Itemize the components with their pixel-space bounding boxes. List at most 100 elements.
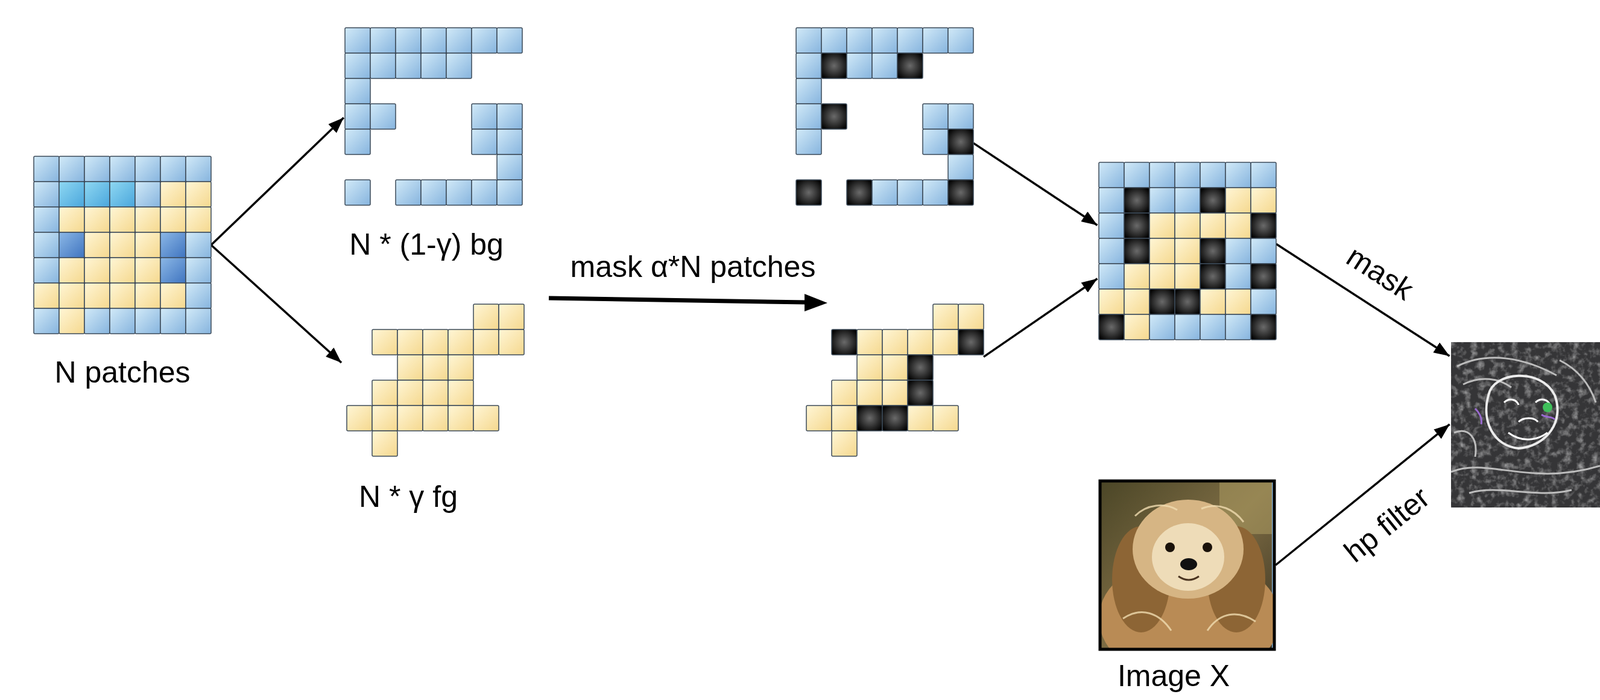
image-patch (1124, 263, 1150, 289)
image-patch (1098, 187, 1125, 213)
node-label: Image X (1117, 658, 1230, 694)
image-patch (1149, 187, 1175, 213)
image-patch (59, 282, 85, 309)
node-label: N * γ fg (358, 479, 458, 515)
node-label: N * (1-γ) bg (349, 227, 504, 263)
dog-mouth (1178, 575, 1199, 580)
image-patch (922, 129, 949, 155)
image-patch (59, 156, 85, 182)
image-patch (932, 405, 959, 431)
image-patch (397, 354, 423, 380)
image-patch (498, 329, 525, 355)
image-patch (446, 27, 472, 54)
image-patch (922, 103, 949, 130)
image-patch (796, 129, 822, 155)
image-patch (796, 179, 822, 206)
image-patch (33, 257, 60, 283)
image-patch (907, 379, 933, 406)
image-patch (372, 379, 398, 406)
dog-eye (1202, 542, 1213, 552)
image-patch (1225, 314, 1251, 340)
image-patch (796, 78, 822, 104)
image-patch (1098, 263, 1125, 289)
image-patch (422, 354, 449, 380)
image-patch (922, 179, 949, 206)
image-patch (446, 53, 472, 79)
image-patch (160, 257, 186, 283)
image-patch (84, 206, 110, 233)
image-patch (370, 53, 396, 79)
image-patch (821, 103, 847, 130)
image-patch (897, 53, 923, 79)
image-patch (160, 308, 186, 334)
mask-step-arrow (548, 293, 828, 312)
image-patch (948, 129, 974, 155)
image-patch (922, 27, 949, 54)
image-patch (831, 329, 857, 355)
dog-fur (1122, 505, 1256, 631)
image-patch (33, 232, 60, 258)
patch-grid-art (806, 278, 984, 456)
image-patch (59, 232, 85, 258)
image-patch (1200, 238, 1226, 264)
image-patch (422, 405, 449, 431)
image-patch (846, 53, 873, 79)
filtered-image-box (1451, 341, 1600, 508)
background-patches: N * (1-γ) bg (344, 27, 523, 206)
image-patch (471, 179, 497, 206)
image-patch (496, 154, 523, 180)
edge-label: mask (1340, 239, 1420, 308)
image-patch (907, 329, 933, 355)
image-patch (344, 103, 371, 130)
image-patch (872, 53, 898, 79)
filtered-ground (1451, 341, 1600, 508)
image-patch (185, 308, 212, 334)
image-patch (372, 430, 398, 456)
image-patch (370, 27, 396, 54)
image-patch (1098, 162, 1125, 188)
image-patch (135, 232, 161, 258)
image-patch (109, 181, 136, 207)
image-patch (496, 27, 523, 54)
image-patch (59, 181, 85, 207)
image-patch (1225, 263, 1251, 289)
image-patch (473, 303, 499, 330)
image-patch (1124, 238, 1150, 264)
image-patch (185, 282, 212, 309)
image-patch (1250, 288, 1277, 315)
image-patch (33, 308, 60, 334)
image-patch (882, 405, 908, 431)
image-patch (448, 405, 474, 431)
flow-arrow (211, 244, 342, 363)
image-patch (1124, 288, 1150, 315)
image-patch (420, 27, 447, 54)
image-patch (33, 156, 60, 182)
image-patch (1098, 238, 1125, 264)
image-patch (135, 156, 161, 182)
image-patch (420, 53, 447, 79)
image-patch (498, 303, 525, 330)
flow-arrow (211, 117, 344, 245)
image-patch (448, 329, 474, 355)
image-patch (831, 430, 857, 456)
dog-photo (1098, 479, 1280, 682)
filtered-edges (1451, 357, 1600, 493)
dog-nose (1180, 557, 1198, 570)
image-patch (1174, 212, 1201, 239)
image-patch (422, 329, 449, 355)
image-patch (1124, 187, 1150, 213)
image-patch (59, 308, 85, 334)
image-patch (372, 329, 398, 355)
image-patch (422, 379, 449, 406)
image-patch (831, 379, 857, 406)
image-patch (846, 179, 873, 206)
image-patch (397, 379, 423, 406)
image-patch (471, 129, 497, 155)
image-patch (1174, 238, 1201, 264)
image-patch (395, 27, 421, 54)
masked-patch-grid (1098, 162, 1277, 340)
patch-grid-art (33, 156, 212, 334)
image-patch (395, 53, 421, 79)
image-patch (1250, 187, 1277, 213)
